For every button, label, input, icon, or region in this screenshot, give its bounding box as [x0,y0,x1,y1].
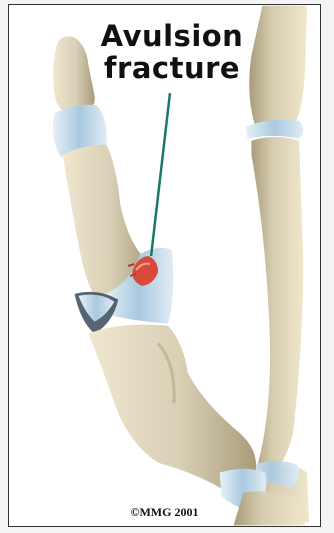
neighbor-finger [243,6,309,523]
figure-frame: Avulsion fracture ©MMG 2001 [8,4,321,527]
annotation-label: Avulsion fracture [97,20,247,84]
distal-phalanx [53,36,95,113]
copyright-text: ©MMG 2001 [9,505,320,520]
label-line-1: Avulsion [97,20,247,52]
proximal-phalanx [88,325,256,490]
label-line-2: fracture [97,52,247,84]
pointer-line [151,93,170,256]
